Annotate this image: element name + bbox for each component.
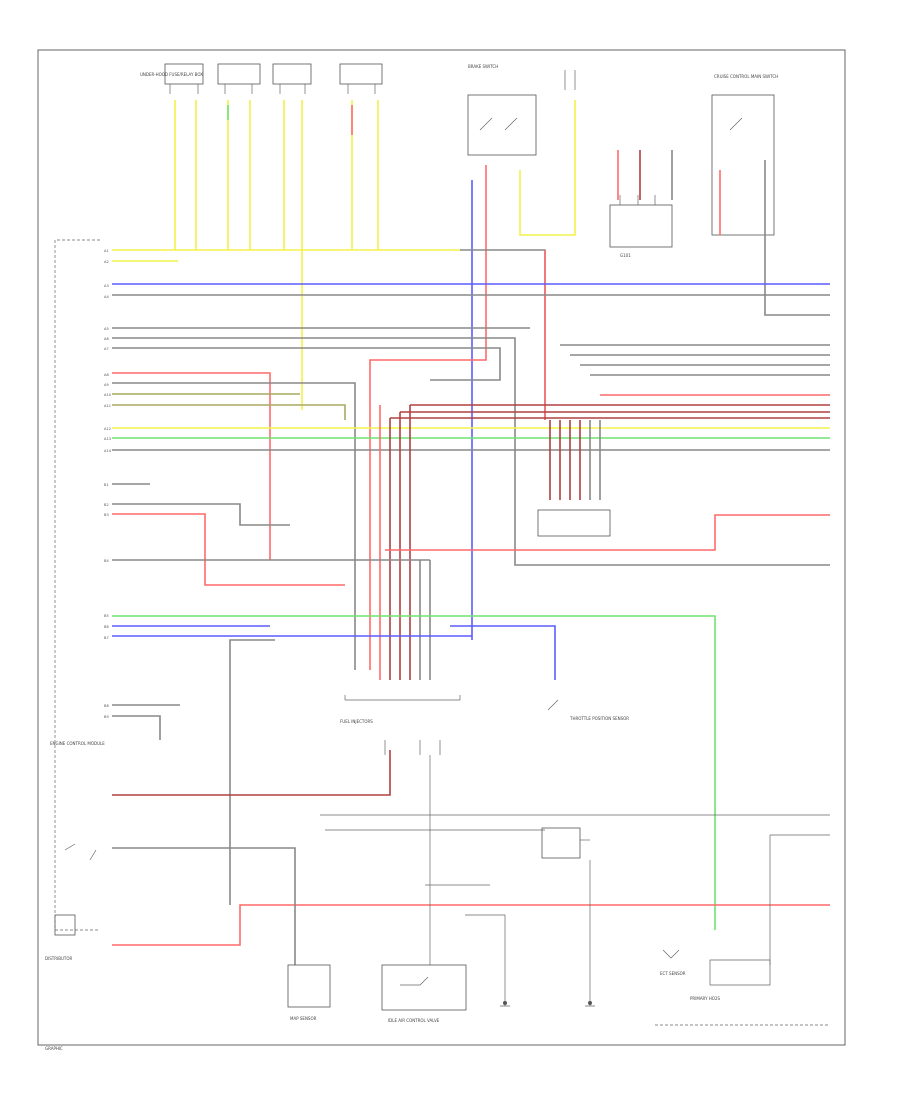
fuse-boxes: UNDER-HOOD FUSE/RELAY BOX xyxy=(140,63,383,94)
ecm: ENGINE CONTROL MODULE xyxy=(50,239,105,931)
svg-text:A6: A6 xyxy=(104,337,109,341)
harness-connector xyxy=(537,420,611,537)
fuse-box-label: UNDER-HOOD FUSE/RELAY BOX xyxy=(140,72,203,77)
cruise-wire-gray xyxy=(764,160,830,316)
svg-text:B2: B2 xyxy=(104,503,109,507)
bus-olive-2 xyxy=(112,404,346,420)
relay-switch xyxy=(541,827,590,859)
svg-text:A12: A12 xyxy=(104,427,111,431)
ignition-label xyxy=(564,70,576,90)
svg-text:PRIMARY HO2S: PRIMARY HO2S xyxy=(690,996,720,1001)
bus-gray-4 xyxy=(112,337,830,566)
distributor: DISTRIBUTOR xyxy=(45,843,97,961)
ecm-wire-blue-3 xyxy=(450,625,556,680)
bus-red-2 xyxy=(112,372,271,560)
diagram-frame xyxy=(37,49,846,1046)
svg-text:B8: B8 xyxy=(104,704,109,708)
svg-text:MAP SENSOR: MAP SENSOR xyxy=(290,1016,317,1021)
svg-text:A13: A13 xyxy=(104,437,111,441)
ecm-wire-b3 xyxy=(112,513,345,586)
svg-text:B3: B3 xyxy=(104,513,109,517)
svg-text:A5: A5 xyxy=(104,327,109,331)
svg-text:ECT SENSOR: ECT SENSOR xyxy=(660,971,686,976)
ecm-wire-b9 xyxy=(112,715,161,740)
bottom-wire-darkred xyxy=(112,750,391,796)
svg-text:A11: A11 xyxy=(104,404,111,408)
svg-text:CRUISE CONTROL MAIN SWITCH: CRUISE CONTROL MAIN SWITCH xyxy=(714,74,778,79)
svg-text:IDLE AIR CONTROL VALVE: IDLE AIR CONTROL VALVE xyxy=(388,1018,440,1023)
o2-sensor: PRIMARY HO2S xyxy=(690,959,771,1001)
footer-label: GRAPHIC xyxy=(45,1046,63,1051)
svg-text:B5: B5 xyxy=(104,614,109,618)
brake-wire-red xyxy=(369,165,487,670)
svg-text:A8: A8 xyxy=(104,373,109,377)
svg-text:FUEL INJECTORS: FUEL INJECTORS xyxy=(340,719,373,724)
ground-symbols xyxy=(500,1000,595,1007)
svg-text:B7: B7 xyxy=(104,636,109,640)
svg-text:A2: A2 xyxy=(104,260,109,264)
cruise-switch: CRUISE CONTROL MAIN SWITCH xyxy=(711,74,778,236)
bottom-wire-red xyxy=(112,904,830,946)
svg-text:A1: A1 xyxy=(104,249,109,253)
svg-text:G101: G101 xyxy=(620,253,631,258)
svg-text:A10: A10 xyxy=(104,393,112,397)
iac-valve: IDLE AIR CONTROL VALVE xyxy=(381,964,467,1023)
bottom-vert-4 xyxy=(769,834,830,965)
ecm-pins: A1 A2 A3 A4 A5 A6 A7 A8 A9 A10 A11 A12 A… xyxy=(104,249,112,719)
svg-text:A3: A3 xyxy=(104,284,109,288)
svg-text:A7: A7 xyxy=(104,347,109,351)
svg-text:B1: B1 xyxy=(104,483,109,487)
svg-text:A9: A9 xyxy=(104,383,109,387)
brake-switch: BRAKE SWITCH xyxy=(467,64,537,156)
bus-gray-6 xyxy=(112,382,356,670)
ecm-wire-gnd xyxy=(229,639,275,905)
map-sensor: MAP SENSOR xyxy=(287,964,331,1021)
ecm-wire-b2 xyxy=(112,503,290,526)
svg-text:B9: B9 xyxy=(104,715,109,719)
bottom-vert-2 xyxy=(465,914,506,1000)
tps-sensor: THROTTLE POSITION SENSOR xyxy=(547,699,629,721)
svg-text:BRAKE SWITCH: BRAKE SWITCH xyxy=(468,64,498,69)
svg-text:A4: A4 xyxy=(104,295,109,299)
svg-text:DISTRIBUTOR: DISTRIBUTOR xyxy=(45,956,72,961)
svg-text:B4: B4 xyxy=(104,559,109,563)
red-cross-wire xyxy=(385,514,830,551)
svg-text:A14: A14 xyxy=(104,449,112,453)
svg-text:THROTTLE POSITION SENSOR: THROTTLE POSITION SENSOR xyxy=(569,716,629,721)
fuel-injectors: FUEL INJECTORS xyxy=(340,695,461,755)
relay-block: G101 xyxy=(609,195,673,258)
ecm-wire-green xyxy=(112,615,716,930)
svg-text:B6: B6 xyxy=(104,625,109,629)
ect-sensor: ECT SENSOR xyxy=(660,949,686,976)
bus-gray-5 xyxy=(112,347,501,381)
bottom-wire-gray-1 xyxy=(112,847,296,965)
cruise-wire-yellow xyxy=(519,100,576,236)
svg-text:ENGINE CONTROL MODULE: ENGINE CONTROL MODULE xyxy=(50,741,105,746)
